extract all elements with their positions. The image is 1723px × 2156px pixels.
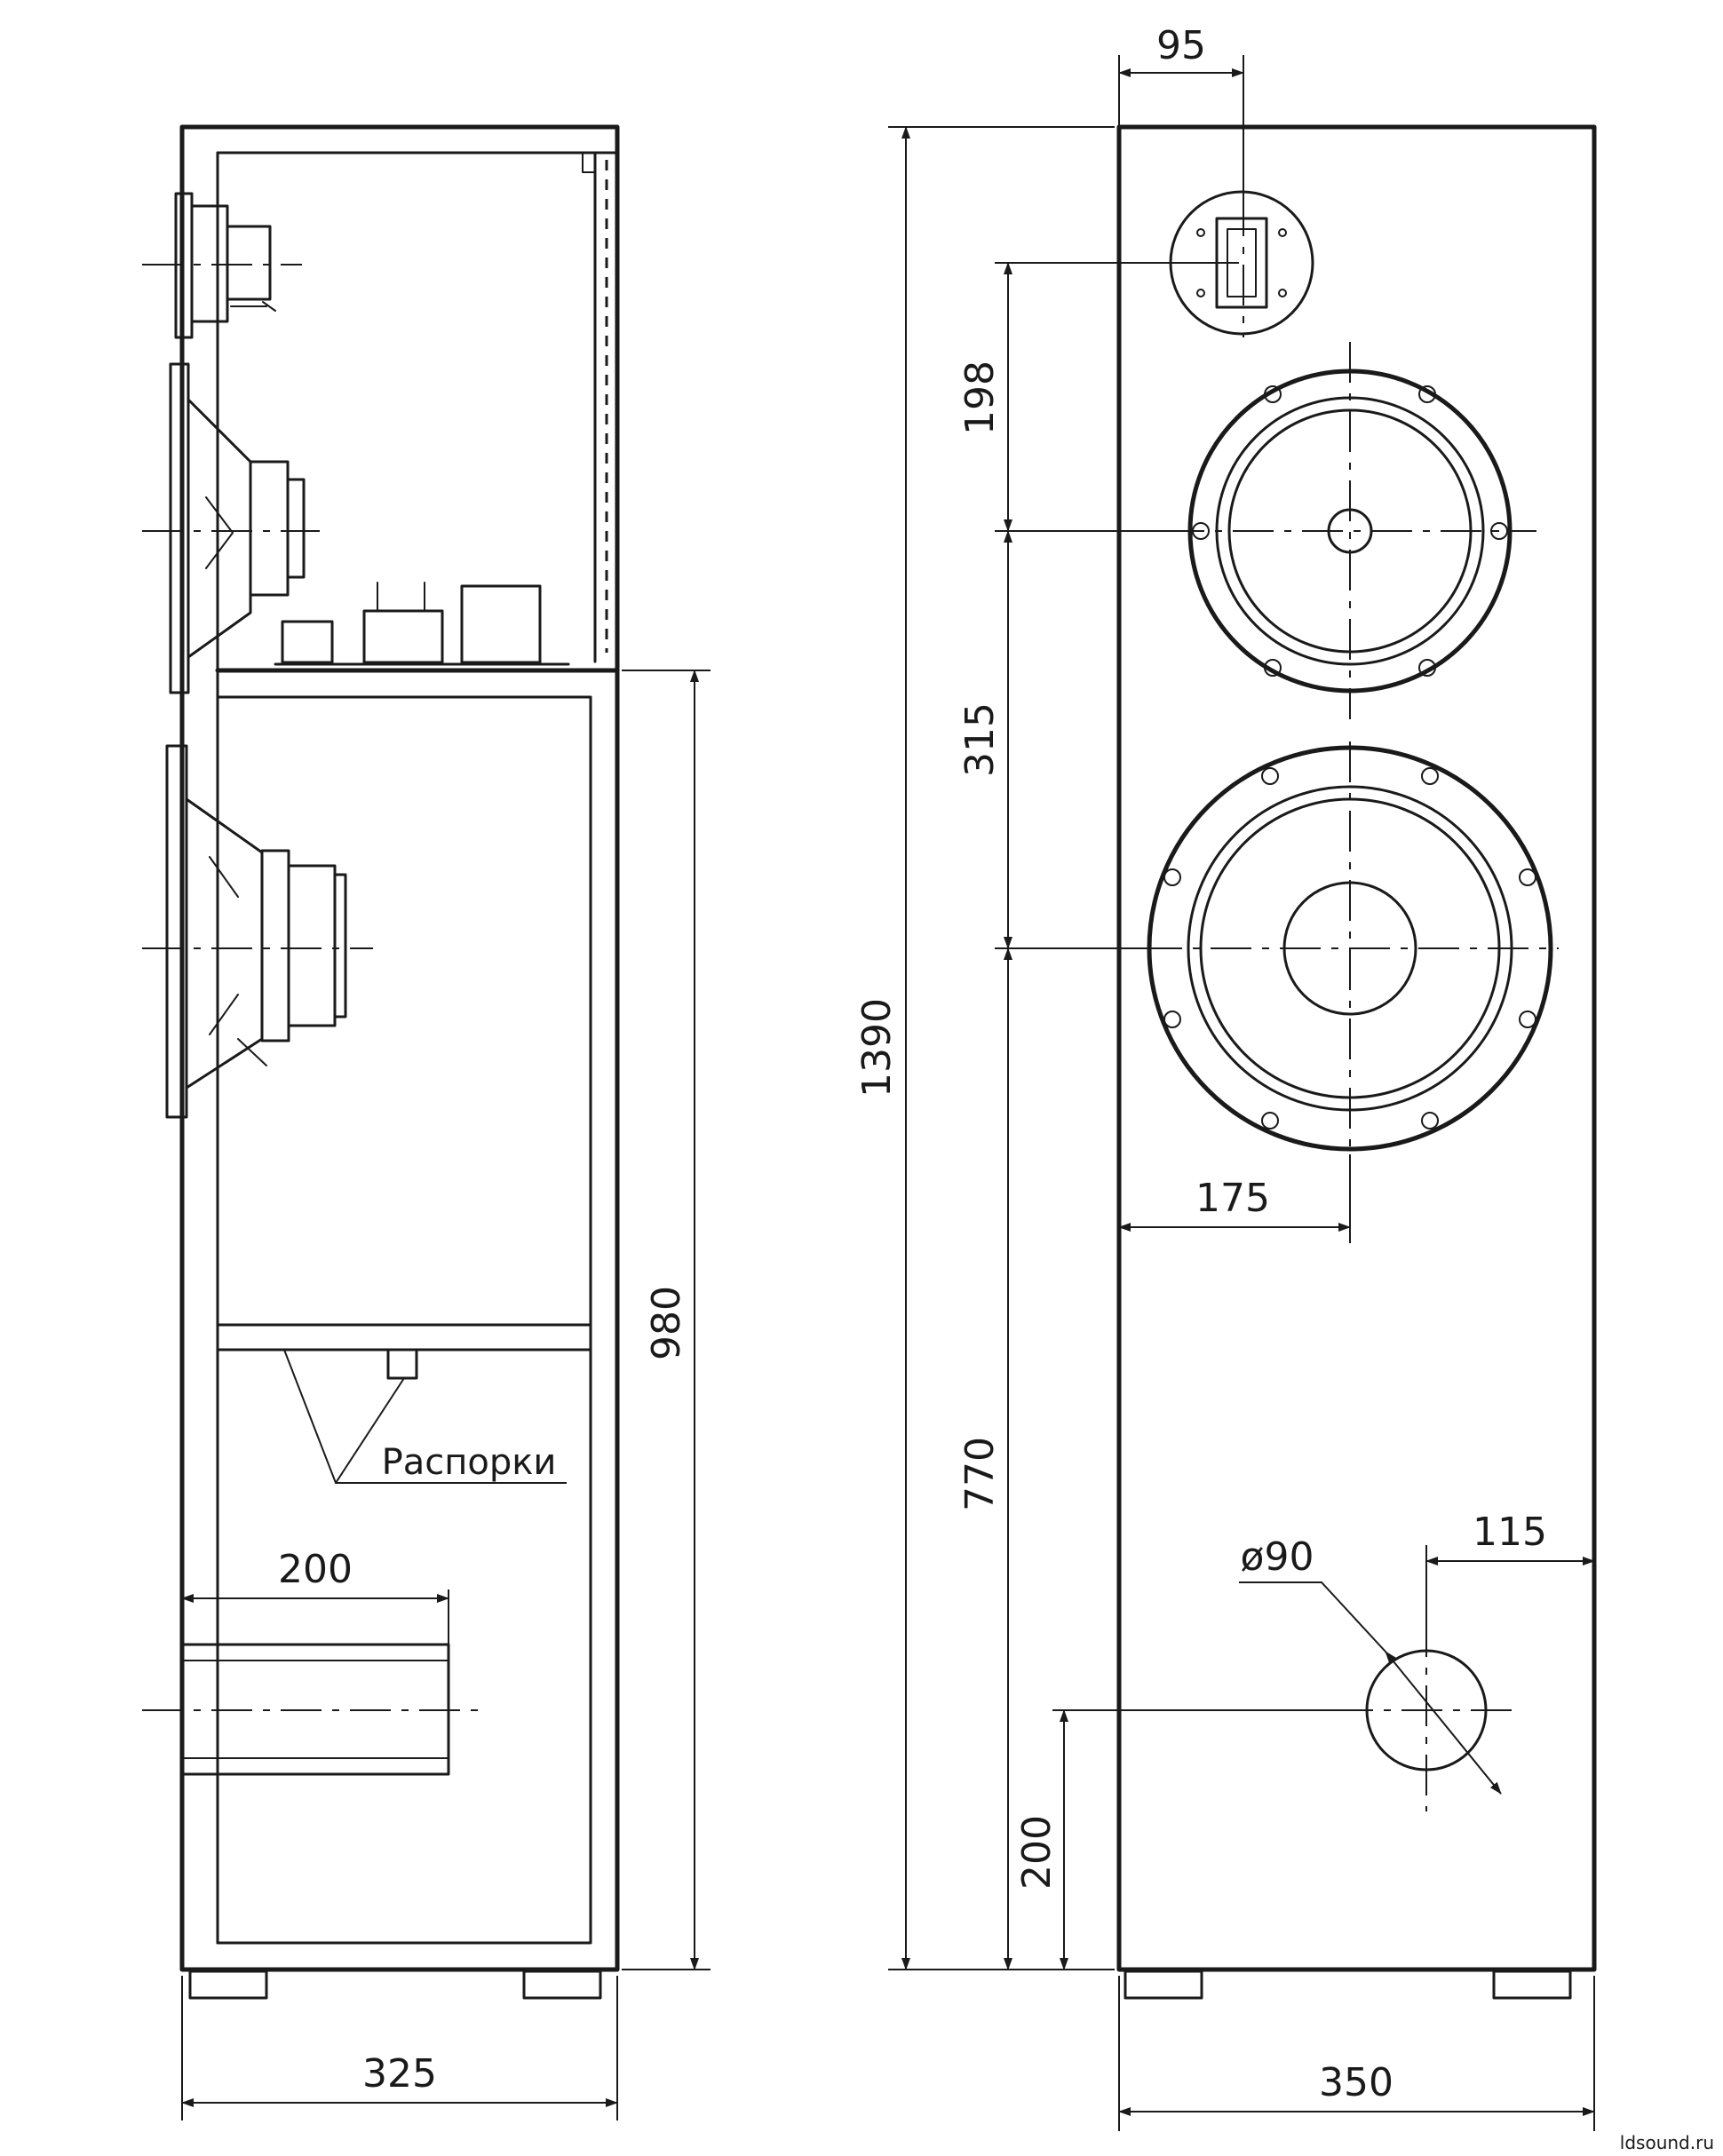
dim-woofer-offset: 175 (1195, 1176, 1270, 1221)
side-section-view (142, 124, 620, 2000)
front-view (1116, 124, 1597, 2000)
side-foot-back (522, 1970, 602, 2000)
dim-mid-woofer: 315 (957, 702, 1003, 777)
dimension-texts: 325 350 980 200 1390 198 315 770 200 95 … (278, 23, 1714, 2153)
tweeter-side (174, 192, 276, 339)
front-foot-right (1492, 1970, 1572, 2000)
dim-port-depth: 200 (278, 1547, 353, 1592)
dim-port-height: 200 (1014, 1815, 1060, 1890)
front-foot-left (1124, 1970, 1203, 2000)
corner-cleat (582, 152, 596, 173)
dim-tweeter-offset: 95 (1156, 23, 1206, 68)
dim-woofer-height: 770 (957, 1437, 1003, 1511)
dimension-lines (181, 55, 1595, 2131)
dim-lower-height: 980 (644, 1286, 689, 1360)
crossover-components (274, 582, 570, 666)
dim-side-width: 325 (362, 2051, 437, 2097)
front-baffle-outline (1116, 124, 1597, 1972)
capacitor (362, 609, 444, 664)
coil-small (281, 620, 334, 664)
dim-port-offset: 115 (1473, 1510, 1547, 1555)
lower-inner-lining (216, 695, 592, 1945)
side-foot-front (188, 1970, 268, 2000)
dim-port-diameter: ø90 (1241, 1534, 1314, 1580)
woofer-side (165, 744, 347, 1119)
dim-total-height: 1390 (854, 998, 900, 1098)
braces-label: Распорки (382, 1442, 557, 1483)
dim-front-width: 350 (1319, 2060, 1393, 2105)
dim-tweeter-mid: 198 (957, 361, 1003, 435)
side-outer-wall (179, 124, 620, 1972)
midrange-side (169, 362, 306, 694)
brace-block (386, 1348, 418, 1380)
watermark: ldsound.ru (1620, 2132, 1714, 2153)
coil-large (460, 584, 542, 664)
